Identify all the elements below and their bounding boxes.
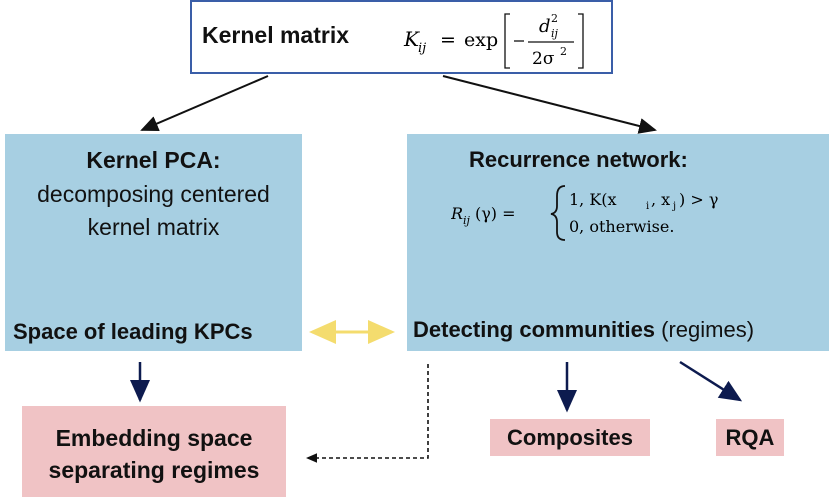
formula-bracket-left <box>504 13 510 69</box>
kernel-matrix-title: Kernel matrix <box>202 22 350 48</box>
formula-den-sup: 2 <box>560 45 567 58</box>
formula-k-sub: ij <box>418 41 426 56</box>
formula-case1-end: ) > γ <box>679 190 718 209</box>
formula-case1-sub-j: j <box>672 201 676 212</box>
arrow-dashed-to-embedding <box>306 364 429 463</box>
formula-case1-mid: , x <box>651 190 670 209</box>
formula-exp: exp <box>464 29 498 51</box>
formula-k: K <box>403 27 420 51</box>
formula-case2: 0, otherwise. <box>569 217 674 236</box>
formula-r-arg: (γ) = <box>475 204 516 223</box>
leading-kpcs-label: Space of leading KPCs <box>13 319 253 344</box>
embedding-line1: Embedding space <box>55 425 253 451</box>
formula-num-sub: ij <box>551 27 559 40</box>
embedding-line2: separating regimes <box>48 457 260 483</box>
rqa-box: RQA <box>716 419 784 456</box>
composites-box: Composites <box>490 419 650 456</box>
arrow-communities-to-rqa <box>679 360 743 402</box>
formula-den: 2σ <box>532 49 555 69</box>
formula-num: d <box>539 16 551 37</box>
kernel-pca-desc-line1: decomposing centered <box>37 181 270 207</box>
detecting-communities-bold: Detecting communities <box>413 317 656 342</box>
detecting-communities-label: Detecting communities (regimes) <box>413 317 754 343</box>
formula-num-sup: 2 <box>551 12 558 25</box>
formula-bracket-right <box>578 13 584 69</box>
recurrence-network-title: Recurrence network: <box>469 147 688 172</box>
embedding-space-text: Embedding space separating regimes <box>22 422 286 486</box>
kernel-pca-title: Kernel PCA: <box>86 147 221 173</box>
kernel-pca-box: Kernel PCA: decomposing centered kernel … <box>5 134 302 351</box>
arrow-kernel-to-recurrence <box>442 75 657 134</box>
recurrence-formula-svg: R ij (γ) = 1, K(x i , x j ) > γ 0, other… <box>450 185 718 241</box>
kernel-matrix-formula: K ij = exp d 2 ij 2σ 2 <box>402 8 602 77</box>
embedding-space-box: Embedding space separating regimes <box>22 406 286 497</box>
kernel-pca-desc-line2: kernel matrix <box>87 214 220 240</box>
detecting-communities-regimes: (regimes) <box>655 317 755 342</box>
formula-eq: = <box>440 29 456 51</box>
kernel-pca-description: decomposing centered kernel matrix <box>5 178 302 244</box>
formula-brace <box>550 185 566 241</box>
arrow-kernel-to-kpca <box>140 75 269 132</box>
formula-r-sub: ij <box>463 214 471 227</box>
formula-case1: 1, K(x <box>569 190 617 209</box>
kernel-matrix-box: Kernel matrix K ij = exp d 2 ij 2σ 2 <box>190 0 613 74</box>
recurrence-formula: R ij (γ) = 1, K(x i , x j ) > γ 0, other… <box>450 182 791 246</box>
recurrence-network-box: Recurrence network: R ij (γ) = 1, K(x i … <box>407 134 829 351</box>
formula-case1-sub-i: i <box>646 201 649 212</box>
rqa-label: RQA <box>725 425 775 450</box>
formula-r: R <box>451 204 463 223</box>
composites-label: Composites <box>507 425 633 450</box>
kernel-formula-svg: K ij = exp d 2 ij 2σ 2 <box>403 12 584 69</box>
